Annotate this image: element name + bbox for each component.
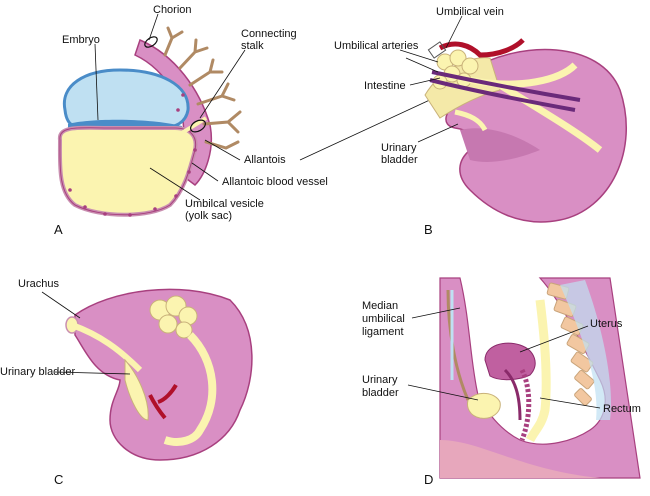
label-median-lig-2: umbilical <box>362 313 405 325</box>
label-urinary-bladder-c: Urinary bladder <box>0 366 76 378</box>
label-umbilical-vesicle-1: Umbilcal vesicle <box>185 198 264 210</box>
chorionic-villi <box>163 26 242 150</box>
label-umbilical-vesicle-2: (yolk sac) <box>185 210 233 222</box>
panel-d-drawing <box>407 277 641 479</box>
label-urachus: Urachus <box>18 278 59 290</box>
label-embryo: Embryo <box>62 34 100 46</box>
umbilical-arteries-b <box>429 70 581 112</box>
label-uterus: Uterus <box>590 318 623 330</box>
label-umbilical-vein: Umbilical vein <box>436 6 504 18</box>
vessel-dots <box>68 93 197 217</box>
panel-label-d: D <box>424 472 434 487</box>
umbilical-vein-b <box>438 38 525 58</box>
label-allantoic-blood-vessel: Allantoic blood vessel <box>222 176 328 188</box>
label-chorion: Chorion <box>153 4 192 16</box>
intestine-coils-c <box>149 295 198 339</box>
label-urinary-bladder-d-2: bladder <box>362 387 399 399</box>
panel-a-drawing <box>57 13 448 217</box>
label-intestine: Intestine <box>364 80 406 92</box>
label-rectum: Rectum <box>603 403 641 415</box>
urachus-tube <box>70 322 143 373</box>
allantois-shape <box>178 116 208 136</box>
panel-label-a: A <box>54 222 63 237</box>
label-urinary-bladder-b-2: bladder <box>381 154 418 166</box>
label-urinary-bladder-d-1: Urinary <box>362 374 398 386</box>
bladder-d <box>467 393 501 419</box>
panel-label-b: B <box>424 222 433 237</box>
label-allantois: Allantois <box>244 154 286 166</box>
label-median-lig-1: Median <box>362 300 399 312</box>
panel-c-drawing <box>41 288 253 461</box>
label-connecting-stalk-2: stalk <box>241 40 264 52</box>
panel-b-drawing <box>399 15 628 223</box>
label-umbilical-arteries: Umbilical arteries <box>334 40 419 52</box>
label-connecting-stalk-1: Connecting <box>241 28 297 40</box>
panel-label-c: C <box>54 472 64 487</box>
label-median-lig-3: ligament <box>362 326 404 338</box>
label-urinary-bladder-b-1: Urinary <box>381 142 417 154</box>
yolk-sac <box>57 125 198 217</box>
